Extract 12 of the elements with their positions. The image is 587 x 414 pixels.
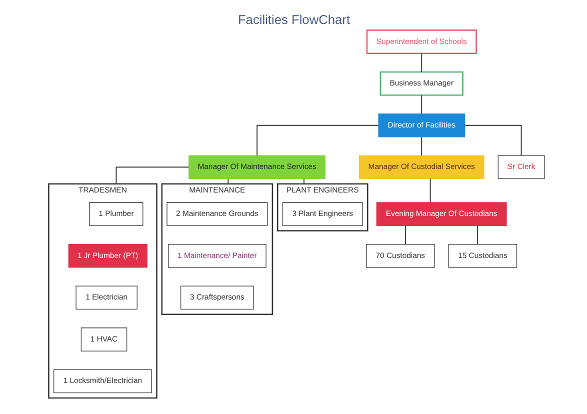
connector [302,178,304,184]
connector [464,124,522,156]
diagram-title: Facilities FlowChart [237,12,350,27]
connector [429,178,430,203]
connector [420,94,422,114]
connector [420,136,422,156]
connector [420,52,422,72]
connector [115,166,189,184]
connector [404,225,406,245]
connector [476,225,478,245]
connector [227,178,228,184]
connector [256,124,378,156]
